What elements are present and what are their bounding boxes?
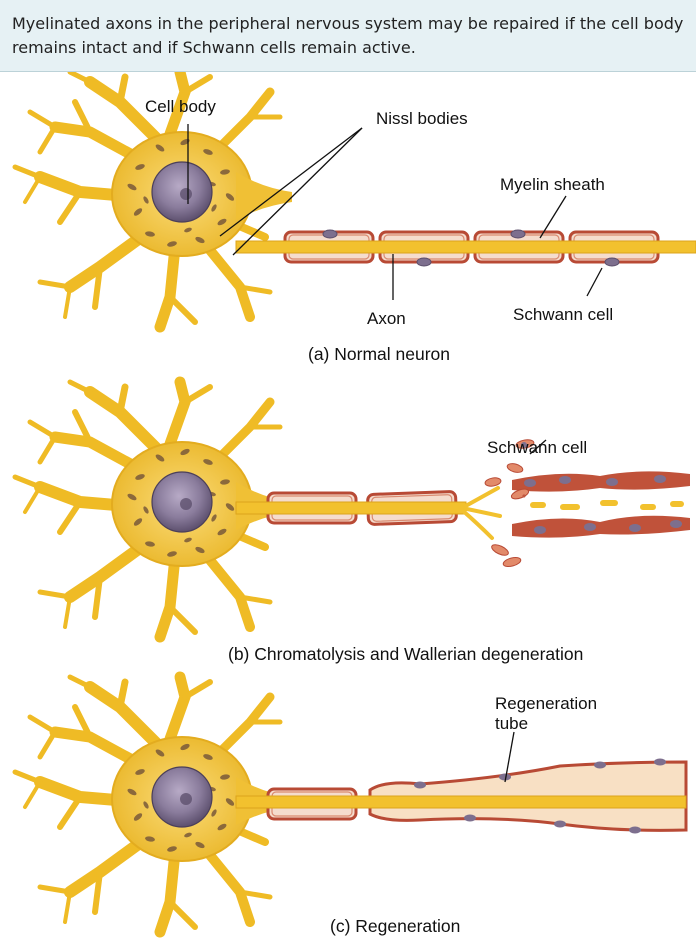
label-schwann-cell-a: Schwann cell [513, 305, 613, 324]
label-schwann-cell-b: Schwann cell [487, 438, 587, 457]
panel-b-axon-stump [236, 502, 466, 514]
caption-text: Myelinated axons in the peripheral nervo… [12, 14, 683, 57]
neuron-repair-figure: Cell body Nissl bodies Myelin sheath Axo… [0, 72, 696, 945]
panel-c-caption: (c) Regeneration [330, 916, 460, 936]
panel-c-regeneration: Regeneration tube (c) Regeneration [15, 677, 686, 936]
panel-a-caption: (a) Normal neuron [308, 344, 450, 364]
panel-a-axon [236, 241, 696, 253]
label-nissl-bodies: Nissl bodies [376, 109, 468, 128]
panel-c-regrowing-axon [236, 796, 686, 808]
panel-b-debris [484, 438, 690, 568]
label-regeneration-line2: tube [495, 714, 528, 733]
label-regeneration-line1: Regeneration [495, 694, 597, 713]
figure-caption: Myelinated axons in the peripheral nervo… [0, 0, 696, 72]
label-cell-body: Cell body [145, 97, 216, 116]
panel-a-normal-neuron: Cell body Nissl bodies Myelin sheath Axo… [15, 72, 696, 364]
panel-b-axon-sprouts [462, 488, 500, 538]
panel-b-degeneration: Schwann cell (b) Chromatolysis and Walle… [15, 382, 690, 664]
leader-schwann-a [587, 268, 602, 296]
label-axon: Axon [367, 309, 406, 328]
label-myelin-sheath: Myelin sheath [500, 175, 605, 194]
panel-b-caption: (b) Chromatolysis and Wallerian degenera… [228, 644, 583, 664]
